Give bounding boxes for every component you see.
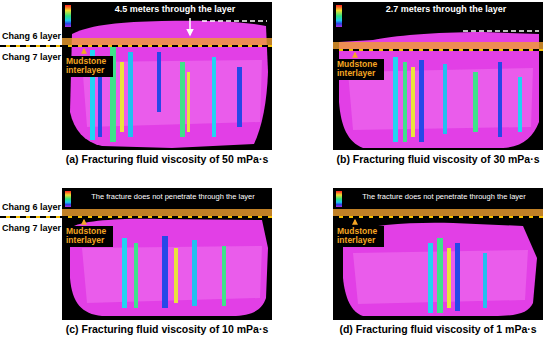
width-streak — [157, 52, 161, 112]
interlayer-label: Mudstone interlayer — [336, 59, 384, 80]
panel-caption: (a) Fracturing fluid viscosity of 50 mPa… — [62, 153, 272, 165]
annotation-text: The fracture does not penetrate through … — [347, 192, 541, 201]
layer-label: Chang 7 layer — [2, 52, 62, 62]
boundary-dash — [333, 49, 543, 51]
width-streak — [222, 246, 226, 306]
boundary-dash — [0, 216, 62, 218]
leader-arrow — [83, 220, 84, 224]
width-streak — [134, 243, 138, 308]
interlayer-label: Mudstone interlayer — [336, 226, 384, 247]
fracture-top-line — [202, 20, 267, 22]
width-streak — [483, 253, 487, 308]
width-streak — [212, 57, 216, 137]
simulation-panel: The fracture does not penetrate through … — [333, 188, 543, 320]
panel-art — [62, 2, 272, 150]
width-streak — [174, 248, 178, 303]
layer-label: Chang 6 layer — [2, 31, 62, 41]
width-streak — [403, 62, 407, 142]
width-streak — [411, 67, 415, 137]
fracture-shade — [82, 246, 262, 303]
color-bar — [65, 5, 71, 27]
boundary-dash — [0, 45, 62, 47]
width-streak — [162, 236, 168, 308]
boundary-line — [0, 216, 62, 218]
interlayer-label: Mudstone interlayer — [65, 56, 113, 77]
panel-ground — [62, 2, 272, 150]
width-streak — [192, 240, 197, 306]
width-streak — [122, 238, 127, 308]
panel-ground — [333, 2, 543, 150]
width-streak — [419, 60, 424, 142]
boundary-line — [333, 216, 543, 218]
boundary-dash — [333, 216, 543, 218]
height-arrow — [189, 18, 191, 35]
fracture-top-line — [463, 30, 539, 32]
layer-label: Chang 7 layer — [2, 223, 62, 233]
width-streak — [187, 72, 190, 132]
leader-arrow — [354, 53, 355, 57]
width-streak — [447, 248, 451, 308]
panel-caption: (d) Fracturing fluid viscosity of 1 mPa·… — [333, 323, 543, 335]
panel-art — [62, 188, 272, 320]
simulation-panel: 2.7 meters through the layerMudstone int… — [333, 2, 543, 150]
panel-ground — [62, 188, 272, 320]
mudstone-band — [62, 38, 272, 47]
width-streak — [128, 52, 133, 137]
boundary-line — [62, 216, 272, 218]
width-streak — [120, 62, 124, 132]
panel-caption: (c) Fracturing fluid viscosity of 10 mPa… — [62, 323, 272, 335]
panel-art — [333, 188, 543, 320]
boundary-dash — [62, 45, 272, 47]
width-streak — [443, 64, 447, 134]
simulation-panel: 4.5 meters through the layerMudstone int… — [62, 2, 272, 150]
layer-label: Chang 6 layer — [2, 202, 62, 212]
boundary-line — [62, 45, 272, 47]
leader-arrow — [83, 49, 84, 54]
annotation-text: 4.5 meters through the layer — [100, 4, 250, 15]
width-streak — [393, 57, 398, 142]
width-streak — [498, 62, 502, 137]
panel-art — [333, 2, 543, 150]
width-streak — [437, 238, 443, 313]
mudstone-band — [333, 42, 543, 51]
interlayer-label: Mudstone interlayer — [65, 226, 113, 247]
mudstone-band — [62, 209, 272, 217]
panel-caption: (b) Fracturing fluid viscosity of 30 mPa… — [333, 153, 543, 165]
width-streak — [518, 77, 522, 132]
width-streak — [180, 62, 185, 137]
color-bar — [336, 191, 342, 207]
boundary-line — [333, 49, 543, 51]
annotation-text: 2.7 meters through the layer — [371, 4, 521, 15]
width-streak — [473, 72, 478, 132]
leader-arrow — [354, 220, 355, 224]
boundary-line — [0, 45, 62, 47]
simulation-panel: The fracture does not penetrate through … — [62, 188, 272, 320]
color-bar — [336, 5, 342, 27]
boundary-dash — [62, 216, 272, 218]
color-bar — [65, 191, 71, 207]
annotation-text: The fracture does not penetrate through … — [76, 192, 270, 201]
width-streak — [237, 67, 242, 127]
width-streak — [455, 243, 460, 311]
mudstone-band — [333, 209, 543, 217]
panel-ground — [333, 188, 543, 320]
width-streak — [428, 243, 433, 313]
